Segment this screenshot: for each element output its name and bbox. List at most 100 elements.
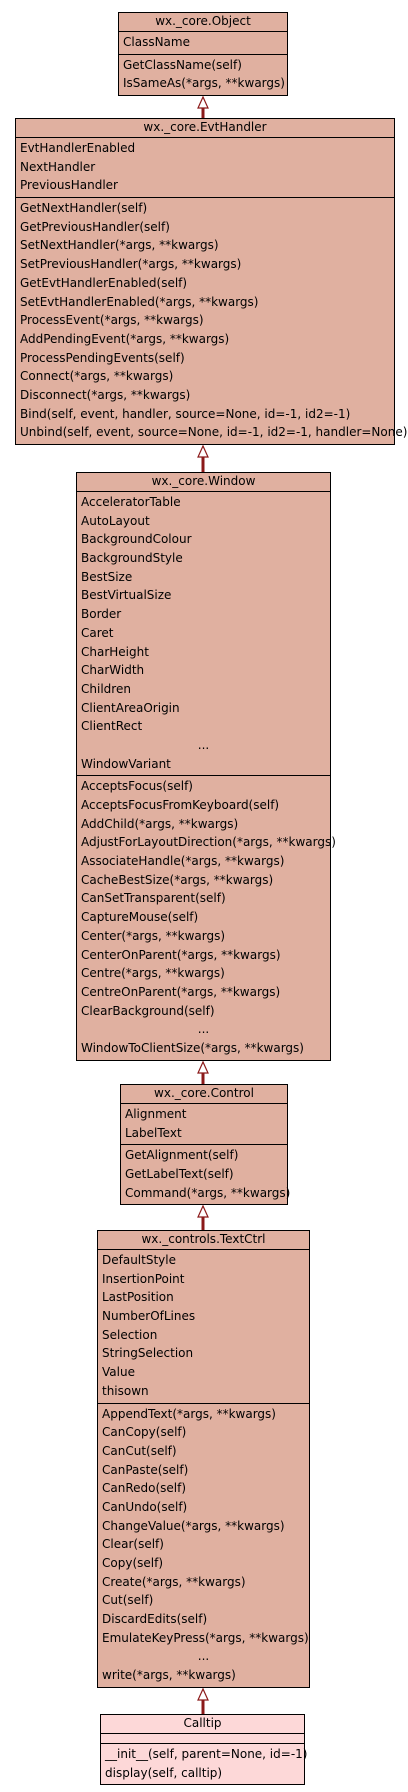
method-row: CanCut(self) (102, 1443, 177, 1458)
methods-section: AppendText(*args, **kwargs) CanCopy(self)… (98, 1402, 309, 1687)
method-row: AcceptsFocus(self) (81, 779, 193, 794)
methods-section: GetNextHandler(self) GetPreviousHandler(s… (16, 197, 408, 444)
attribute-row: BackgroundColour (81, 532, 192, 547)
attribute-row: AutoLayout (81, 513, 150, 528)
attribute-row: thisown (102, 1383, 149, 1398)
method-row: GetNextHandler(self) (20, 201, 148, 216)
class-box-calltip[interactable]: Calltip __init__(self, parent=None, id=-1… (100, 1714, 308, 1786)
method-row: SetPreviousHandler(*args, **kwargs) (20, 257, 242, 272)
class-title: Calltip (101, 1715, 304, 1734)
method-row: EmulateKeyPress(*args, **kwargs) (102, 1630, 309, 1645)
methods-section: GetAlignment(self) GetLabelText(self) Comm… (121, 1144, 291, 1204)
method-row: write(*args, **kwargs) (102, 1668, 236, 1683)
method-row: Centre(*args, **kwargs) (81, 966, 225, 981)
method-row: CacheBestSize(*args, **kwargs) (81, 872, 274, 887)
inheritance-arrowhead-icon (197, 1687, 209, 1701)
method-row: ChangeValue(*args, **kwargs) (102, 1518, 285, 1533)
attribute-row: Alignment (125, 1107, 187, 1121)
method-row: WindowToClientSize(*args, **kwargs) (81, 1040, 304, 1055)
attribute-row: StringSelection (102, 1346, 194, 1361)
attribute-row: Selection (102, 1327, 158, 1342)
methods-section: GetClassName(self)IsSameAs(*args, **kwar… (119, 53, 287, 95)
method-row: display(self, calltip) (105, 1765, 223, 1780)
method-row: ... (197, 1022, 210, 1037)
method-row: Command(*args, **kwargs) (125, 1185, 291, 1200)
method-row: AppendText(*args, **kwargs) (102, 1406, 276, 1421)
method-row: Center(*args, **kwargs) (81, 928, 226, 943)
method-row: ProcessEvent(*args, **kwargs) (20, 313, 204, 328)
attribute-row: EvtHandlerEnabled (20, 141, 136, 155)
method-row: CanCopy(self) (102, 1425, 187, 1440)
method-row: CanRedo(self) (102, 1481, 187, 1496)
method-row: ProcessPendingEvents(self) (20, 350, 185, 365)
attribute-row: DefaultStyle (102, 1253, 176, 1267)
attribute-row: BestVirtualSize (81, 588, 172, 603)
method-row: ... (197, 1649, 210, 1664)
class-title: wx._controls.TextCtrl (98, 1231, 309, 1250)
method-row: GetAlignment(self) (125, 1148, 239, 1163)
attribute-row: PreviousHandler (20, 178, 118, 193)
attribute-row: CharWidth (81, 663, 145, 678)
attribute-row: WindowVariant (81, 756, 171, 771)
method-row: Create(*args, **kwargs) (102, 1574, 246, 1589)
method-row: Disconnect(*args, **kwargs) (20, 387, 191, 402)
attribute-row: LastPosition (102, 1290, 174, 1305)
method-row: GetLabelText(self) (125, 1167, 234, 1182)
method-row: Cut(self) (102, 1593, 154, 1608)
attribute-row: Value (102, 1365, 135, 1380)
method-row: AdjustForLayoutDirection(*args, **kwargs… (81, 835, 336, 850)
attribute-row: Border (81, 607, 122, 622)
attribute-row: ClientRect (81, 719, 143, 734)
method-row: __init__(self, parent=None, id=-1) (105, 1747, 308, 1761)
attribute-row: InsertionPoint (102, 1271, 185, 1286)
method-row: CaptureMouse(self) (81, 910, 199, 925)
inheritance-arrowhead-icon (197, 444, 209, 458)
attribute-row: BackgroundStyle (81, 551, 183, 566)
attribute-row: ClassName (123, 35, 190, 49)
method-row: Clear(self) (102, 1537, 164, 1552)
method-row: SetNextHandler(*args, **kwargs) (20, 238, 219, 253)
attribute-row: Children (81, 681, 131, 696)
method-row: AcceptsFocusFromKeyboard(self) (81, 798, 280, 812)
method-row: CanSetTransparent(self) (81, 891, 226, 906)
inheritance-arrowhead-icon (197, 1204, 209, 1218)
attribute-row: ... (197, 737, 210, 752)
attribute-row: ClientAreaOrigin (81, 700, 180, 715)
attribute-row: NextHandler (20, 159, 96, 174)
methods-section: __init__(self, parent=None, id=-1) displa… (101, 1743, 308, 1784)
method-row: Bind(self, event, handler, source=None, … (20, 406, 351, 421)
attributes-section (101, 1734, 304, 1743)
method-row: SetEvtHandlerEnabled(*args, **kwargs) (20, 294, 259, 309)
method-row: ClearBackground(self) (81, 1003, 215, 1018)
inheritance-arrowhead-icon (197, 1060, 209, 1074)
attribute-row: LabelText (125, 1125, 182, 1140)
class-title: wx._core.EvtHandler (16, 119, 394, 138)
attributes-section: ClassName (119, 32, 287, 54)
method-row: CanPaste(self) (102, 1462, 189, 1477)
attribute-row: Caret (81, 625, 114, 640)
method-row: GetClassName(self) (123, 57, 242, 72)
method-row: CentreOnParent(*args, **kwargs) (81, 984, 281, 999)
inheritance-arrowhead-icon (197, 95, 209, 109)
attribute-row: CharHeight (81, 644, 149, 659)
methods-section: AcceptsFocus(self) AcceptsFocusFromKeyboa… (77, 775, 336, 1059)
method-row: CanUndo(self) (102, 1499, 188, 1514)
method-row: AssociateHandle(*args, **kwargs) (81, 854, 285, 869)
method-row: Unbind(self, event, source=None, id=-1, … (20, 425, 408, 440)
class-title: wx._core.Control (121, 1085, 287, 1104)
method-row: Connect(*args, **kwargs) (20, 369, 174, 384)
method-row: AddPendingEvent(*args, **kwargs) (20, 331, 230, 346)
method-row: DiscardEdits(self) (102, 1612, 208, 1627)
class-title: wx._core.Window (77, 473, 330, 492)
attribute-row: BestSize (81, 569, 133, 584)
method-row: GetEvtHandlerEnabled(self) (20, 275, 188, 290)
method-row: GetPreviousHandler(self) (20, 219, 170, 234)
